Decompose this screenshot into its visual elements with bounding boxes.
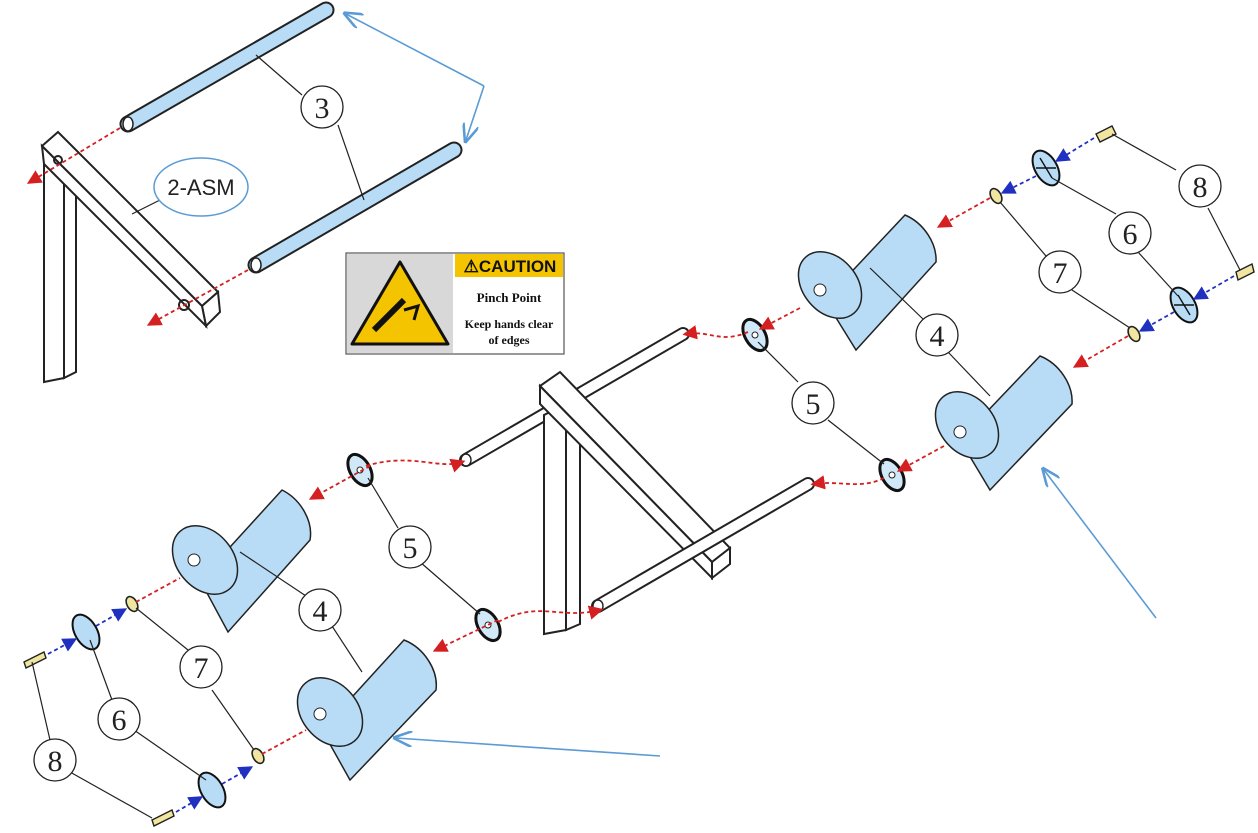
caution-line-2: of edges [489,333,530,347]
callout-4-left: 4 [298,588,342,632]
callout-7-left: 7 [179,645,223,689]
roller-part-4-left-upper [171,489,312,634]
callout-4-right-number: 4 [930,320,945,353]
caution-title: Pinch Point [477,290,542,305]
roller-part-4-left-lower [296,639,438,782]
end-cap-6-a [71,613,101,651]
assembly-paths-blue [47,137,1235,813]
callout-5-right-number: 5 [806,388,821,421]
callout-6-left: 6 [97,697,141,741]
leader-arrows-top [346,14,485,140]
rod-part-3-lower [247,141,463,274]
caution-line-1: Keep hands clear [465,317,554,331]
callout-leaders [31,133,1241,819]
roller-part-4-right-upper [797,214,937,352]
callout-6-right-number: 6 [1123,218,1138,251]
rod-part-3-upper [119,1,335,133]
roller-part-4-right-lower [934,355,1073,492]
callout-8-right: 8 [1178,164,1222,208]
small-washer-part-7-group [125,187,1141,765]
callout-3: 3 [255,54,365,201]
callout-3-number: 3 [315,92,330,125]
callout-4-left-number: 4 [313,595,328,628]
assembly-paths-red [135,197,1129,755]
assembly-label: 2-ASM [131,157,249,217]
caution-header: CAUTION [479,257,556,276]
callout-5-right: 5 [791,381,835,425]
insertion-guides-top [26,127,249,326]
callout-7-right: 7 [1038,250,1082,294]
callout-7-right-number: 7 [1053,257,1068,290]
callout-6-left-number: 6 [112,704,127,737]
center-frame [459,327,815,636]
callout-8-left: 8 [33,738,77,782]
callout-4-right: 4 [915,313,959,357]
callout-6-right: 6 [1108,211,1152,255]
subassembly-frame [40,130,222,384]
end-cap-part-6-group [71,149,1199,809]
assembly-label-text: 2-ASM [167,175,234,200]
svg-text:⚠CAUTION: ⚠CAUTION [464,257,557,276]
caution-label: ⚠CAUTION Pinch Point Keep hands clear of… [345,252,565,355]
callout-5-left: 5 [388,525,432,569]
callout-7-left-number: 7 [194,652,209,685]
end-cap-6-b [197,771,227,809]
callout-5-left-number: 5 [403,532,418,565]
bolt-part-8-group [23,125,1255,827]
leader-arrows-bottom [396,470,1157,757]
callout-8-left-number: 8 [48,745,63,778]
callout-8-right-number: 8 [1193,171,1208,204]
